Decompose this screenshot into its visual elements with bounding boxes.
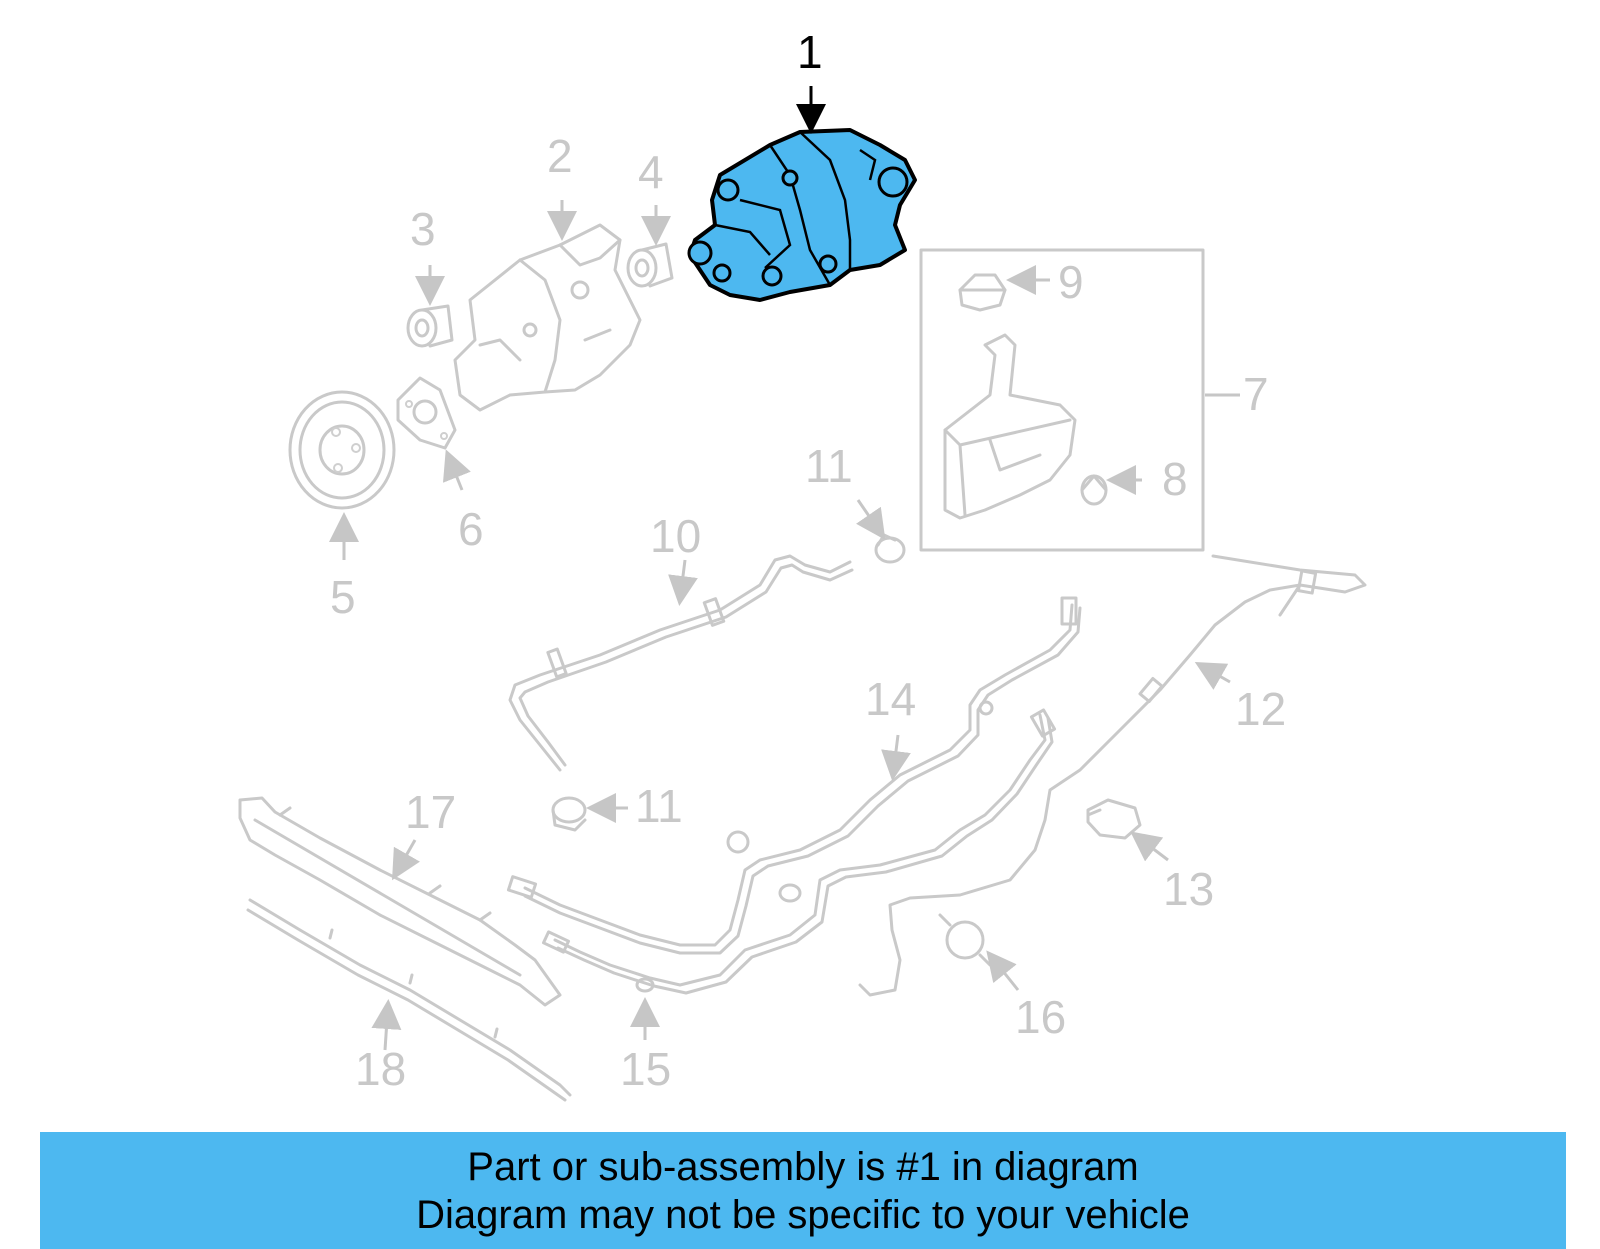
part-12-line[interactable]: [858, 554, 1367, 997]
part-11-clamp-upper[interactable]: [874, 533, 906, 564]
callout-labels: 1 2 3 4 5 6 7 8 9 10 11 11 12 13 14 15 1…: [330, 26, 1286, 1095]
callout-18[interactable]: 18: [355, 1043, 406, 1095]
part-5-pulley[interactable]: [288, 390, 396, 510]
part-10-hose[interactable]: [508, 554, 854, 772]
callout-17[interactable]: 17: [405, 786, 456, 838]
banner-line-1: Part or sub-assembly is #1 in diagram: [467, 1144, 1139, 1189]
callout-9[interactable]: 9: [1058, 256, 1084, 308]
part-3-bushing[interactable]: [406, 304, 454, 348]
part-13-bolt[interactable]: [1086, 798, 1142, 840]
callout-11a[interactable]: 11: [805, 440, 853, 492]
info-banner: Part or sub-assembly is #1 in diagram Di…: [40, 1132, 1566, 1249]
callout-2[interactable]: 2: [547, 130, 573, 182]
callout-10[interactable]: 10: [650, 510, 701, 562]
callout-7[interactable]: 7: [1243, 368, 1269, 420]
callout-13[interactable]: 13: [1163, 863, 1214, 915]
callout-8[interactable]: 8: [1162, 453, 1188, 505]
part-1-pump[interactable]: [687, 128, 917, 302]
callout-14[interactable]: 14: [865, 673, 916, 725]
part-6-gasket[interactable]: [396, 376, 457, 450]
callout-12[interactable]: 12: [1235, 683, 1286, 735]
part-16-valve[interactable]: [938, 913, 992, 967]
part-14-line[interactable]: [506, 596, 1082, 955]
banner-line-2: Diagram may not be specific to your vehi…: [416, 1192, 1190, 1237]
callout-6[interactable]: 6: [458, 503, 484, 555]
part-18-line[interactable]: [246, 898, 572, 1102]
callout-11b[interactable]: 11: [635, 780, 683, 832]
leader-lines: [329, 86, 1240, 1051]
part-7-reservoir-box[interactable]: [919, 248, 1205, 552]
part-11-clamp-lower[interactable]: [551, 796, 587, 832]
part-2-bracket[interactable]: [453, 223, 642, 412]
callout-16[interactable]: 16: [1015, 991, 1066, 1043]
callout-15[interactable]: 15: [620, 1043, 671, 1095]
callout-4[interactable]: 4: [638, 146, 664, 198]
part-15-line[interactable]: [541, 708, 1057, 995]
callout-3[interactable]: 3: [410, 203, 436, 255]
callout-5[interactable]: 5: [330, 571, 356, 623]
callout-1[interactable]: 1: [797, 26, 823, 78]
part-4-bushing[interactable]: [626, 242, 674, 288]
part-17-cooler[interactable]: [238, 796, 562, 1007]
